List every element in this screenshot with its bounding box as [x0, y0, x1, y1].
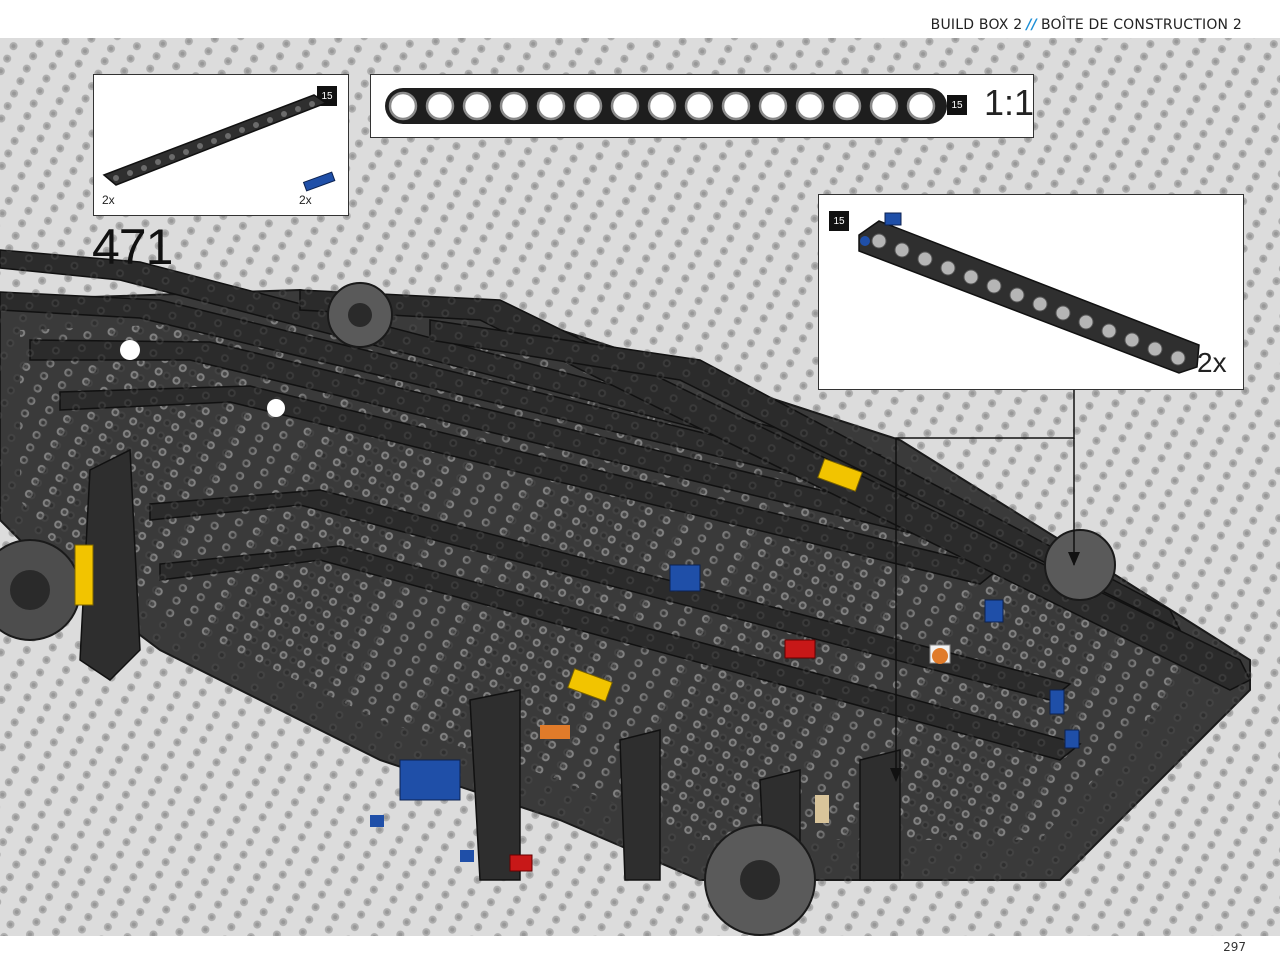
- build-box-title: BUILD BOX 2//BOÎTE DE CONSTRUCTION 2: [931, 17, 1242, 33]
- pin-quantity: 2x: [299, 193, 312, 207]
- build-box-fr: BOÎTE DE CONSTRUCTION 2: [1040, 17, 1242, 33]
- page-header: BUILD BOX 2//BOÎTE DE CONSTRUCTION 2: [0, 0, 1280, 38]
- beam-quantity: 2x: [102, 193, 115, 207]
- sub-beam-illustration: [858, 212, 1200, 374]
- assembly-arrows: [895, 390, 1075, 780]
- sub-pin: [884, 212, 902, 226]
- step-number: 471: [92, 219, 173, 275]
- arrow-head-left: [890, 768, 902, 782]
- sub-pin-end: [860, 236, 870, 246]
- page-footer: 297: [0, 936, 1280, 974]
- sub-assembly-callout: 15 2x: [818, 194, 1244, 390]
- color-accents: [74, 340, 1080, 872]
- parts-illustration: [102, 94, 336, 192]
- wheel-hubs: [0, 282, 1116, 936]
- sub-length-badge: 15: [829, 211, 849, 231]
- beam-15-part: [102, 94, 328, 186]
- sub-quantity: 2x: [1197, 347, 1227, 378]
- build-box-en: BUILD BOX 2: [930, 17, 1023, 33]
- parts-callout: 15 2x 2x: [93, 74, 349, 216]
- scale-label: 1:1: [984, 82, 1035, 123]
- page-number: 297: [1223, 940, 1246, 954]
- arrow-head-right: [1068, 552, 1080, 566]
- beam-scale-drawing: [385, 88, 947, 124]
- scale-reference-box: 15: [370, 74, 1034, 138]
- title-separator: //: [1026, 17, 1037, 33]
- cross-beams: [79, 448, 901, 881]
- scale-length-badge: 15: [947, 95, 967, 115]
- blue-pin-part: [302, 171, 336, 192]
